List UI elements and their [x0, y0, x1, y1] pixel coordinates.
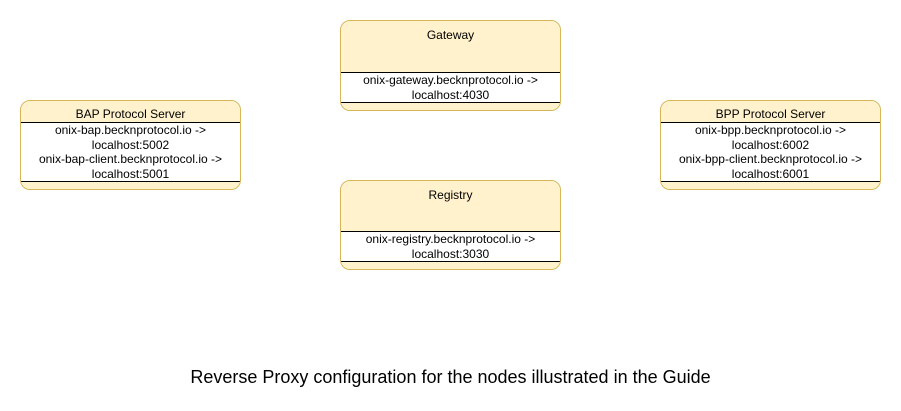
bpp-line-4: localhost:6001 [731, 166, 810, 181]
gateway-node: Gateway onix-gateway.becknprotocol.io ->… [340, 20, 561, 111]
bpp-node-body: onix-bpp.becknprotocol.io -> localhost:6… [661, 122, 880, 181]
bap-node: BAP Protocol Server onix-bap.becknprotoc… [20, 100, 241, 190]
bpp-line-1: onix-bpp.becknprotocol.io -> [694, 123, 847, 137]
registry-node-body: onix-registry.becknprotocol.io -> localh… [341, 231, 560, 262]
bpp-node-footer [661, 181, 880, 189]
bap-line-1: onix-bap.becknprotocol.io -> [54, 123, 207, 137]
gateway-node-header: Gateway [341, 21, 560, 72]
registry-node-header: Registry [341, 181, 560, 232]
bpp-node: BPP Protocol Server onix-bpp.becknprotoc… [660, 100, 881, 190]
gateway-node-body: onix-gateway.becknprotocol.io -> localho… [341, 72, 560, 102]
bpp-node-header: BPP Protocol Server [661, 101, 880, 122]
bpp-line-3: onix-bpp-client.becknprotocol.io -> [678, 152, 863, 166]
bap-line-4: localhost:5001 [91, 166, 170, 181]
bpp-line-2: localhost:6002 [731, 137, 810, 152]
registry-node: Registry onix-registry.becknprotocol.io … [340, 180, 561, 270]
diagram-caption: Reverse Proxy configuration for the node… [190, 367, 711, 387]
bap-node-body: onix-bap.becknprotocol.io -> localhost:5… [21, 122, 240, 181]
gateway-node-title: Gateway [426, 28, 475, 42]
bap-line-3: onix-bap-client.becknprotocol.io -> [38, 152, 223, 166]
gateway-node-footer [341, 102, 560, 110]
gateway-line-1: onix-gateway.becknprotocol.io -> [363, 73, 538, 87]
bpp-node-title: BPP Protocol Server [715, 107, 826, 121]
bap-node-header: BAP Protocol Server [21, 101, 240, 122]
bap-node-footer [21, 181, 240, 189]
registry-line-1: onix-registry.becknprotocol.io -> [365, 232, 536, 247]
bap-line-2: localhost:5002 [91, 137, 170, 152]
registry-line-2: localhost:3030 [411, 246, 490, 261]
bap-node-title: BAP Protocol Server [75, 107, 186, 121]
registry-node-title: Registry [428, 188, 473, 202]
registry-node-footer [341, 261, 560, 269]
gateway-line-2: localhost:4030 [411, 87, 490, 102]
